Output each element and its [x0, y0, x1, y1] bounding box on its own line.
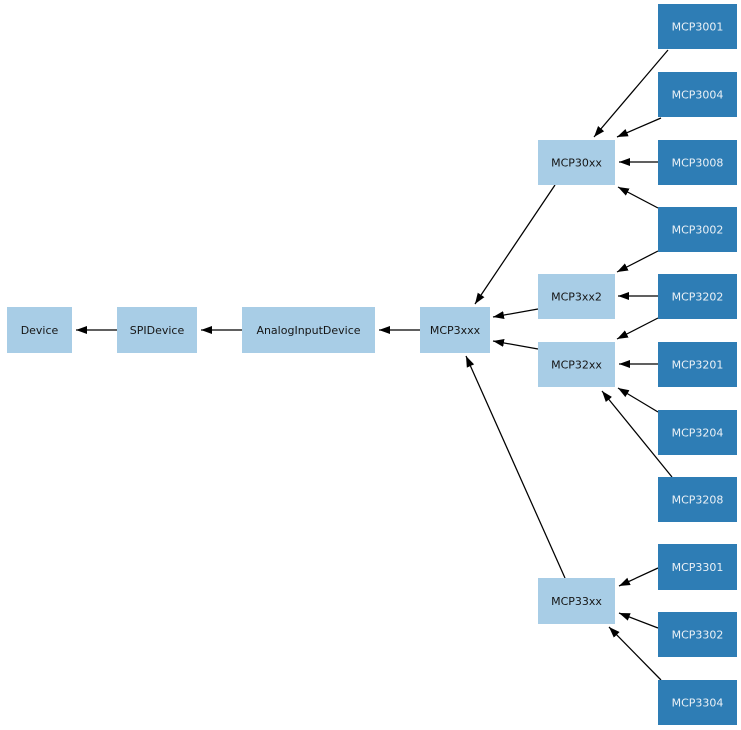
class-node-label: AnalogInputDevice: [256, 324, 360, 337]
inheritance-edge-MCP3004-to-MCP30xx: [616, 117, 662, 138]
class-node-box[interactable]: [658, 140, 737, 185]
class-node-box[interactable]: [658, 612, 737, 657]
class-node-label: MCP3201: [672, 359, 724, 372]
class-node-label: MCP3002: [672, 224, 724, 237]
class-node-label: MCP3xx2: [551, 291, 602, 304]
class-node-box[interactable]: [658, 680, 737, 725]
class-node-MCP3xxx[interactable]: MCP3xxx: [420, 307, 490, 353]
class-node-box[interactable]: [658, 410, 737, 455]
class-node-MCP3004[interactable]: MCP3004: [658, 72, 737, 117]
class-node-label: MCP3301: [672, 561, 724, 574]
class-node-MCP3008[interactable]: MCP3008: [658, 140, 737, 185]
class-node-box[interactable]: [242, 307, 375, 353]
class-node-label: MCP3204: [672, 427, 724, 440]
class-node-MCP30xx[interactable]: MCP30xx: [538, 140, 615, 185]
inheritance-edge-MCP3208-to-MCP32xx: [601, 390, 673, 478]
inheritance-edge-MCP3301-to-MCP33xx: [618, 567, 659, 587]
class-node-label: MCP32xx: [551, 359, 602, 372]
inheritance-edge-MCP3304-to-MCP33xx: [608, 626, 662, 681]
class-node-label: Device: [21, 324, 59, 337]
class-node-MCP3304[interactable]: MCP3304: [658, 680, 737, 725]
class-node-box[interactable]: [658, 4, 737, 49]
class-node-label: SPIDevice: [130, 324, 185, 337]
class-node-box[interactable]: [538, 342, 615, 387]
class-node-MCP3002[interactable]: MCP3002: [658, 207, 737, 252]
inheritance-edge-MCP3xx2-to-MCP3xxx: [492, 308, 539, 320]
class-node-box[interactable]: [538, 140, 615, 185]
inheritance-edge-MCP3204-to-MCP32xx: [617, 387, 659, 413]
class-node-MCP3208[interactable]: MCP3208: [658, 477, 737, 522]
class-node-MCP3302[interactable]: MCP3302: [658, 612, 737, 657]
class-node-label: MCP3304: [672, 697, 724, 710]
class-node-label: MCP30xx: [551, 157, 602, 170]
class-node-label: MCP3302: [672, 629, 724, 642]
inheritance-edge-MCP3001-to-MCP30xx: [593, 49, 669, 138]
inheritance-edge-MCP3302-to-MCP33xx: [618, 612, 659, 629]
inheritance-edge-MCP3002-to-MCP30xx: [617, 186, 659, 209]
inheritance-edge-MCP32xx-to-MCP3xxx: [492, 338, 539, 350]
class-node-label: MCP33xx: [551, 595, 602, 608]
class-node-MCP3204[interactable]: MCP3204: [658, 410, 737, 455]
class-node-label: MCP3xxx: [430, 324, 481, 337]
class-node-box[interactable]: [538, 578, 615, 624]
class-node-box[interactable]: [420, 307, 490, 353]
class-node-MCP3202[interactable]: MCP3202: [658, 274, 737, 319]
class-node-label: MCP3008: [672, 157, 724, 170]
class-node-Device[interactable]: Device: [7, 307, 72, 353]
class-node-label: MCP3202: [672, 291, 724, 304]
class-node-MCP3301[interactable]: MCP3301: [658, 544, 737, 590]
class-node-box[interactable]: [658, 544, 737, 590]
inheritance-edge-MCP33xx-to-MCP3xxx: [465, 355, 566, 579]
class-node-label: MCP3004: [672, 89, 724, 102]
class-node-box[interactable]: [658, 207, 737, 252]
class-node-MCP3xx2[interactable]: MCP3xx2: [538, 274, 615, 319]
class-node-box[interactable]: [658, 72, 737, 117]
inheritance-edge-MCP30xx-to-MCP3xxx: [474, 184, 556, 305]
inheritance-edges-layer: [76, 49, 673, 681]
class-node-label: MCP3001: [672, 21, 724, 34]
class-node-AnalogInputDevice[interactable]: AnalogInputDevice: [242, 307, 375, 353]
class-node-MCP3001[interactable]: MCP3001: [658, 4, 737, 49]
class-node-box[interactable]: [538, 274, 615, 319]
class-node-MCP3201[interactable]: MCP3201: [658, 342, 737, 387]
class-node-SPIDevice[interactable]: SPIDevice: [117, 307, 197, 353]
class-node-box[interactable]: [117, 307, 197, 353]
class-node-box[interactable]: [658, 342, 737, 387]
class-node-box[interactable]: [7, 307, 72, 353]
class-node-label: MCP3208: [672, 494, 724, 507]
inheritance-edge-MCP3002-to-MCP3xx2: [616, 250, 659, 273]
inheritance-edge-MCP3202-to-MCP32xx: [616, 317, 659, 340]
class-node-MCP32xx[interactable]: MCP32xx: [538, 342, 615, 387]
class-node-box[interactable]: [658, 274, 737, 319]
class-node-box[interactable]: [658, 477, 737, 522]
class-node-MCP33xx[interactable]: MCP33xx: [538, 578, 615, 624]
